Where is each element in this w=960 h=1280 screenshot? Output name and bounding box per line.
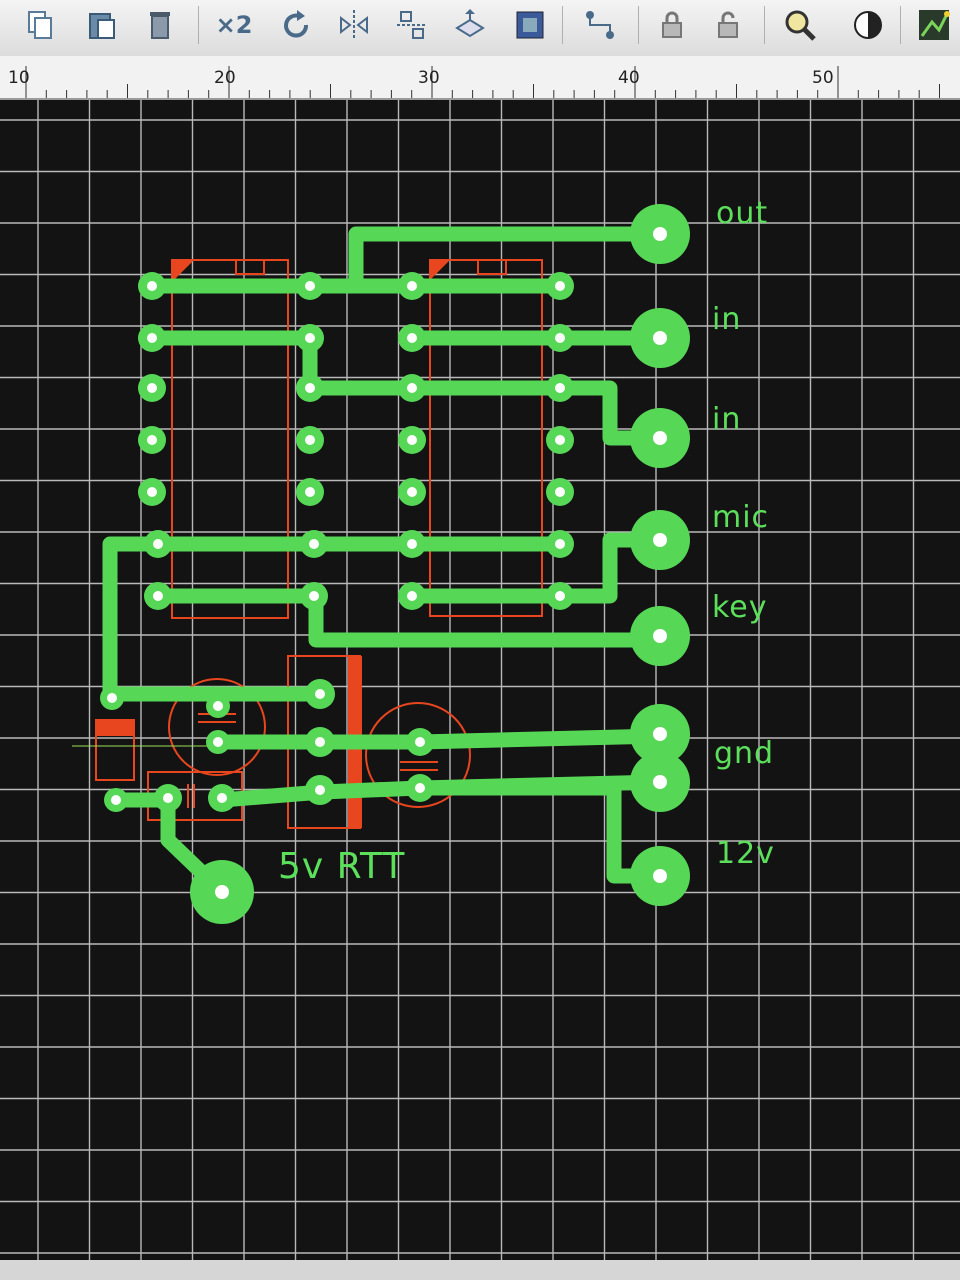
pad-hole xyxy=(305,487,315,497)
pad-hole xyxy=(407,435,417,445)
pad-hole xyxy=(153,539,163,549)
pad-hole xyxy=(305,281,315,291)
pad-hole xyxy=(315,689,325,699)
connector-label-out: out xyxy=(716,196,769,231)
pad-hole xyxy=(111,795,121,805)
ruler-label: 50 xyxy=(812,68,834,88)
flip-layer-icon[interactable] xyxy=(448,4,492,46)
pad-hole xyxy=(147,281,157,291)
pad-hole xyxy=(147,383,157,393)
pad-hole xyxy=(407,383,417,393)
component-icon[interactable] xyxy=(508,4,552,46)
pad-hole xyxy=(653,869,667,883)
pad-hole xyxy=(213,737,223,747)
ic2-pin1-marker xyxy=(430,260,450,280)
pad-hole xyxy=(653,533,667,547)
unlock-icon[interactable] xyxy=(706,4,750,46)
pad-hole xyxy=(107,693,117,703)
diode-band xyxy=(96,720,134,736)
pad-hole xyxy=(555,383,565,393)
pad-hole xyxy=(407,487,417,497)
connector-label-gnd: gnd xyxy=(714,736,775,771)
pad-hole xyxy=(555,435,565,445)
connector-label-mic: mic xyxy=(712,500,770,535)
horizontal-ruler: 10 20 30 40 50 xyxy=(0,56,960,100)
pad-hole xyxy=(653,331,667,345)
connector-label-in-1: in xyxy=(712,302,742,337)
duplicate-x2-icon[interactable]: ×2 xyxy=(215,11,253,39)
ic2-outline xyxy=(429,259,543,617)
ruler-label: 30 xyxy=(418,68,440,88)
pads[interactable] xyxy=(100,204,690,924)
rotate-icon[interactable] xyxy=(274,4,318,46)
pad-hole xyxy=(217,793,227,803)
pad-hole xyxy=(309,539,319,549)
pad-hole xyxy=(315,785,325,795)
pcb-canvas[interactable]: out in in mic key gnd 12v 5v RTT xyxy=(0,100,960,1260)
trace-in-2 xyxy=(302,330,668,446)
ruler-label: 20 xyxy=(214,68,236,88)
mirror-horizontal-icon[interactable] xyxy=(332,4,376,46)
trace-key xyxy=(308,588,668,648)
pad-hole xyxy=(653,629,667,643)
connector-label-12v: 12v xyxy=(716,836,775,871)
delete-icon[interactable] xyxy=(138,4,182,46)
ic1-notch xyxy=(235,260,265,275)
toolbar: ×2 xyxy=(0,0,960,57)
autoroute-icon[interactable] xyxy=(912,4,956,46)
mirror-vertical-icon[interactable] xyxy=(390,4,434,46)
ic2-notch xyxy=(477,260,507,275)
pcb-drawing[interactable] xyxy=(0,100,960,1260)
contrast-icon[interactable] xyxy=(846,4,890,46)
pad-hole xyxy=(555,281,565,291)
zoom-icon[interactable] xyxy=(778,4,822,46)
pad-hole xyxy=(555,539,565,549)
pad-hole xyxy=(315,737,325,747)
pad-hole xyxy=(215,885,229,899)
pad-hole xyxy=(653,431,667,445)
pad-hole xyxy=(555,333,565,343)
pad-hole xyxy=(309,591,319,601)
pad-hole xyxy=(305,383,315,393)
pad-hole xyxy=(653,775,667,789)
pad-hole xyxy=(555,487,565,497)
component-label: 5v RTT xyxy=(278,846,406,887)
lock-icon[interactable] xyxy=(650,4,694,46)
trace-gnd2 xyxy=(412,774,668,796)
connector-label-in-2: in xyxy=(712,402,742,437)
pad-hole xyxy=(407,539,417,549)
pad-hole xyxy=(305,333,315,343)
pad-hole xyxy=(213,701,223,711)
pad-hole xyxy=(147,487,157,497)
pad-hole xyxy=(407,591,417,601)
pad-hole xyxy=(305,435,315,445)
pad-hole xyxy=(163,793,173,803)
pad-hole xyxy=(407,281,417,291)
ic1-pin1-marker xyxy=(172,260,194,282)
trace-12v xyxy=(412,780,668,884)
pad-hole xyxy=(555,591,565,601)
pad-hole xyxy=(653,727,667,741)
ruler-label: 10 xyxy=(8,68,30,88)
pad-hole xyxy=(153,591,163,601)
pad-hole xyxy=(147,333,157,343)
ruler-ticks xyxy=(25,66,940,98)
copy-icon[interactable] xyxy=(18,4,62,46)
ruler-label: 40 xyxy=(618,68,640,88)
connector-label-key: key xyxy=(712,590,768,625)
capacitor1-outline xyxy=(168,678,266,776)
pad-hole xyxy=(415,737,425,747)
capacitor2-outline xyxy=(365,702,471,808)
ic1-outline xyxy=(171,259,289,619)
trace-gnd xyxy=(312,728,668,750)
pad-hole xyxy=(407,333,417,343)
status-strip xyxy=(0,1260,960,1280)
route-icon[interactable] xyxy=(578,4,622,46)
pad-hole xyxy=(147,435,157,445)
pad-hole xyxy=(653,227,667,241)
paste-icon[interactable] xyxy=(80,4,124,46)
trace-left-bus xyxy=(102,536,568,702)
pad-hole xyxy=(415,783,425,793)
